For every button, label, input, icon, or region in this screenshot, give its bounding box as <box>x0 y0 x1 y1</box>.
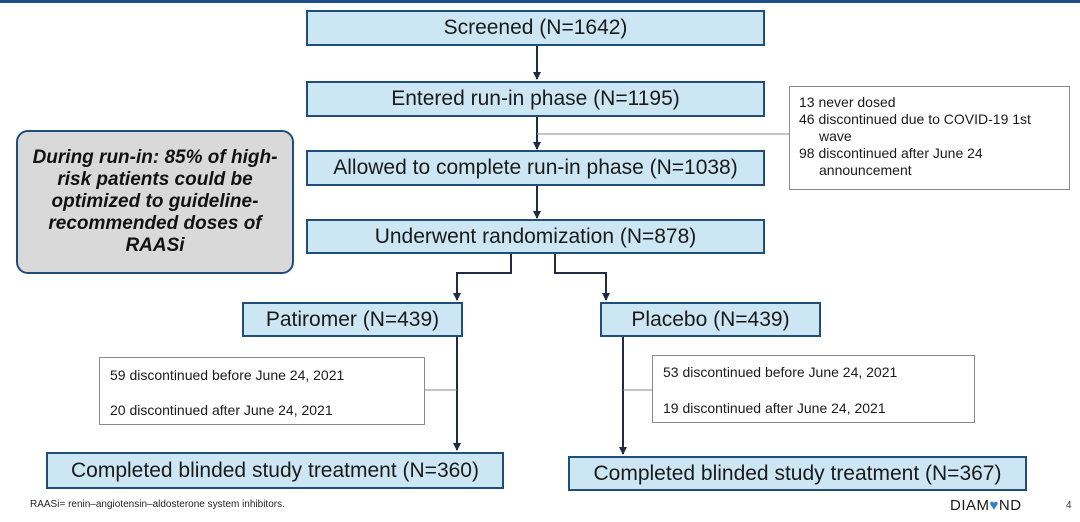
brand-text-end: ND <box>998 497 1022 514</box>
discontinued-before-label: 59 discontinued before June 24, 2021 <box>110 367 345 383</box>
discontinued-before-label: 53 discontinued before June 24, 2021 <box>663 364 898 380</box>
completed-placebo-box: Completed blinded study treatment (N=367… <box>568 456 1027 491</box>
exclusion-line: announcement <box>819 162 912 178</box>
completed-patiromer-box: Completed blinded study treatment (N=360… <box>46 452 504 489</box>
page-number: 4 <box>1066 500 1072 511</box>
brand-text-start: DIAM <box>950 497 990 514</box>
runin-exclusions-note: 13 never dosed 46 discontinued due to CO… <box>789 86 1070 190</box>
runin-box: Entered run-in phase (N=1195) <box>306 81 765 117</box>
exclusion-line: 46 discontinued due to COVID-19 1st <box>799 111 1031 127</box>
patiromer-box: Patiromer (N=439) <box>242 302 463 337</box>
patiromer-discontinued-note: 59 discontinued before June 24, 2021 20 … <box>99 357 425 425</box>
discontinued-after-label: 20 discontinued after June 24, 2021 <box>110 402 333 418</box>
screened-box: Screened (N=1642) <box>306 10 765 46</box>
placebo-box: Placebo (N=439) <box>600 302 821 337</box>
top-rule <box>0 0 1080 3</box>
brand-logo: DIAM♥ND <box>950 497 1022 514</box>
exclusion-line: wave <box>819 128 852 144</box>
runin-optimization-callout: During run-in: 85% of high-risk patients… <box>16 130 294 274</box>
exclusion-line: 98 discontinued after June 24 <box>799 145 983 161</box>
arrow-randomized-to-placebo <box>554 254 610 301</box>
exclusion-line: 13 never dosed <box>799 94 896 110</box>
heart-icon: ♥ <box>989 497 999 514</box>
footnote: RAASi= renin–angiotensin–aldosterone sys… <box>30 499 285 510</box>
discontinued-after-label: 19 discontinued after June 24, 2021 <box>663 400 886 416</box>
randomization-box: Underwent randomization (N=878) <box>306 219 765 254</box>
arrow-randomized-to-patiromer <box>453 254 512 301</box>
allowed-runin-box: Allowed to complete run-in phase (N=1038… <box>306 150 765 186</box>
placebo-discontinued-note: 53 discontinued before June 24, 2021 19 … <box>652 355 975 423</box>
